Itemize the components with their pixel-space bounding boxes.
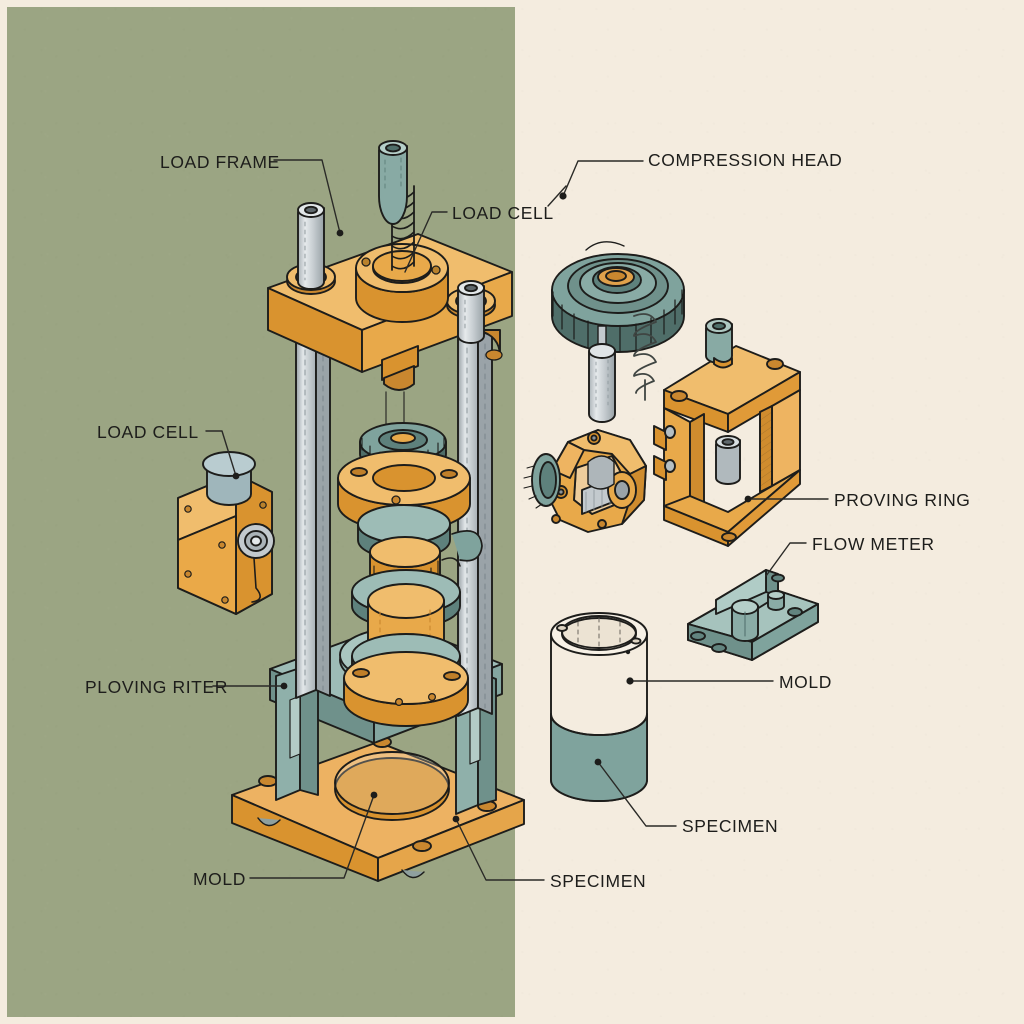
leader-load-cell-left — [205, 430, 237, 477]
load-frame-assembly — [177, 140, 525, 882]
proving-ring-part — [653, 318, 801, 547]
leader-load-cell-top — [404, 211, 448, 273]
label-specimen-bottom: SPECIMEN — [550, 871, 647, 891]
label-specimen-right: SPECIMEN — [682, 816, 779, 836]
label-load-cell-left: LOAD CELL — [97, 422, 199, 442]
lead-screw — [378, 140, 415, 271]
label-load-frame: LOAD FRAME — [160, 152, 280, 172]
label-load-cell-top: LOAD CELL — [452, 203, 554, 223]
load-cell-housing-part — [523, 429, 647, 533]
coil-spring-part — [633, 313, 657, 401]
leader-mold-bottom — [249, 794, 375, 879]
label-ploving-riter: PLOVING RITER — [85, 677, 228, 697]
flow-meter-part — [687, 569, 819, 661]
leader-specimen-right — [597, 761, 677, 827]
label-proving-ring: PROVING RING — [834, 490, 971, 510]
leader-flow-meter — [765, 542, 807, 577]
leader-compression-head — [562, 160, 644, 197]
leader-load-cell-top2 — [547, 185, 567, 207]
central-stack — [337, 391, 483, 727]
base-plate-part — [231, 736, 525, 882]
label-flow-meter: FLOW METER — [812, 534, 935, 554]
label-compression-head: COMPRESSION HEAD — [648, 150, 843, 170]
label-mold-right: MOLD — [779, 672, 832, 692]
leader-specimen-bottom — [455, 818, 545, 881]
load-cell-box-part — [177, 451, 275, 615]
leader-lines — [205, 159, 829, 881]
mold-cylinder-part — [550, 612, 648, 802]
leader-dots — [232, 192, 752, 823]
leader-load-frame — [273, 159, 341, 234]
upper-posts — [297, 202, 485, 344]
label-mold-bottom: MOLD — [193, 869, 246, 889]
